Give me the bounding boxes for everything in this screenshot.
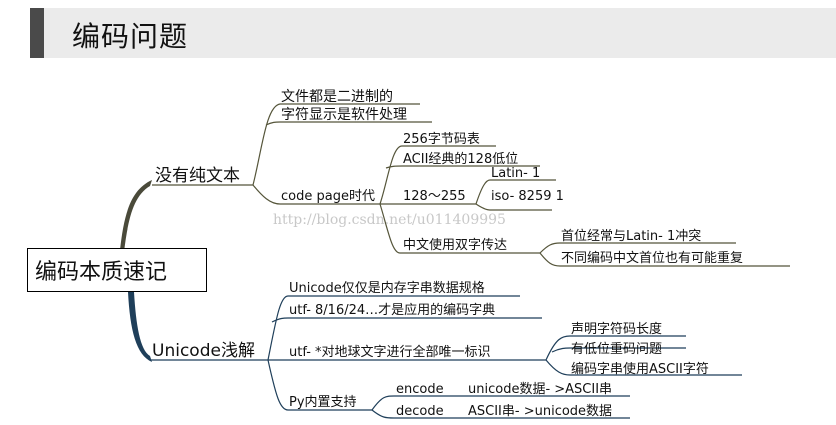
node-unicode-basics: Unicode浅解 [152,341,255,361]
node-low-bit-collision: 有低位重码问题 [571,341,662,357]
watermark: http://blog.csdn.net/u011409995 [273,212,506,228]
node-utf-encoding-dict: utf- 8/16/24…才是应用的编码字典 [289,302,495,318]
header-accent-bar [30,8,44,58]
edge-range-items [475,179,556,211]
node-decode-desc: ASCII串- >unicode数据 [468,404,612,419]
edge-b2-items [267,295,542,361]
node-decode: decode [396,404,444,419]
node-software-display: 字符显示是软件处理 [281,107,407,123]
edge-b1-items [252,103,432,186]
node-codepage-era: code page时代 [281,189,375,204]
node-ascii-chars: 编码字串使用ASCII字符 [571,361,709,377]
node-latin1-conflict: 首位经常与Latin- 1冲突 [561,228,701,244]
node-cjk-double-byte: 中文使用双字传达 [403,237,507,253]
edge-codepage [252,184,380,205]
node-256-table: 256字节码表 [403,132,480,147]
page-header: 编码问题 [30,8,836,58]
edge-cp-items [379,145,540,205]
node-unicode-memory-spec: Unicode仅仅是内存字串数据规格 [289,280,485,296]
root-trunk-upper [120,180,152,252]
node-iso-8259: iso- 8259 1 [491,189,564,204]
edge-py-items [371,395,630,419]
node-encode: encode [396,382,444,397]
edge-py [267,359,372,411]
node-acii-128: ACII经典的128低位 [403,151,518,167]
edge-cjk-items [539,242,790,267]
node-encode-desc: unicode数据- >ASCII串 [468,382,612,397]
root-node-label: 编码本质速记 [35,260,168,285]
node-no-plain-text: 没有纯文本 [155,166,240,186]
node-binary-files: 文件都是二进制的 [281,89,393,105]
node-range-128-255: 128～255 [403,189,466,204]
edge-utf-items [545,335,742,376]
node-utf-unique-id: utf- *对地球文字进行全部唯一标识 [289,344,491,360]
node-py-builtin: Py内置支持 [289,394,357,410]
edge-cjk [379,203,540,254]
node-declare-length: 声明字符码长度 [571,321,662,337]
root-trunk-lower [128,292,152,362]
page-title: 编码问题 [72,20,189,53]
root-node-box [27,248,207,292]
node-latin1: Latin- 1 [491,166,540,181]
node-encoding-overlap: 不同编码中文首位也有可能重复 [561,250,743,266]
